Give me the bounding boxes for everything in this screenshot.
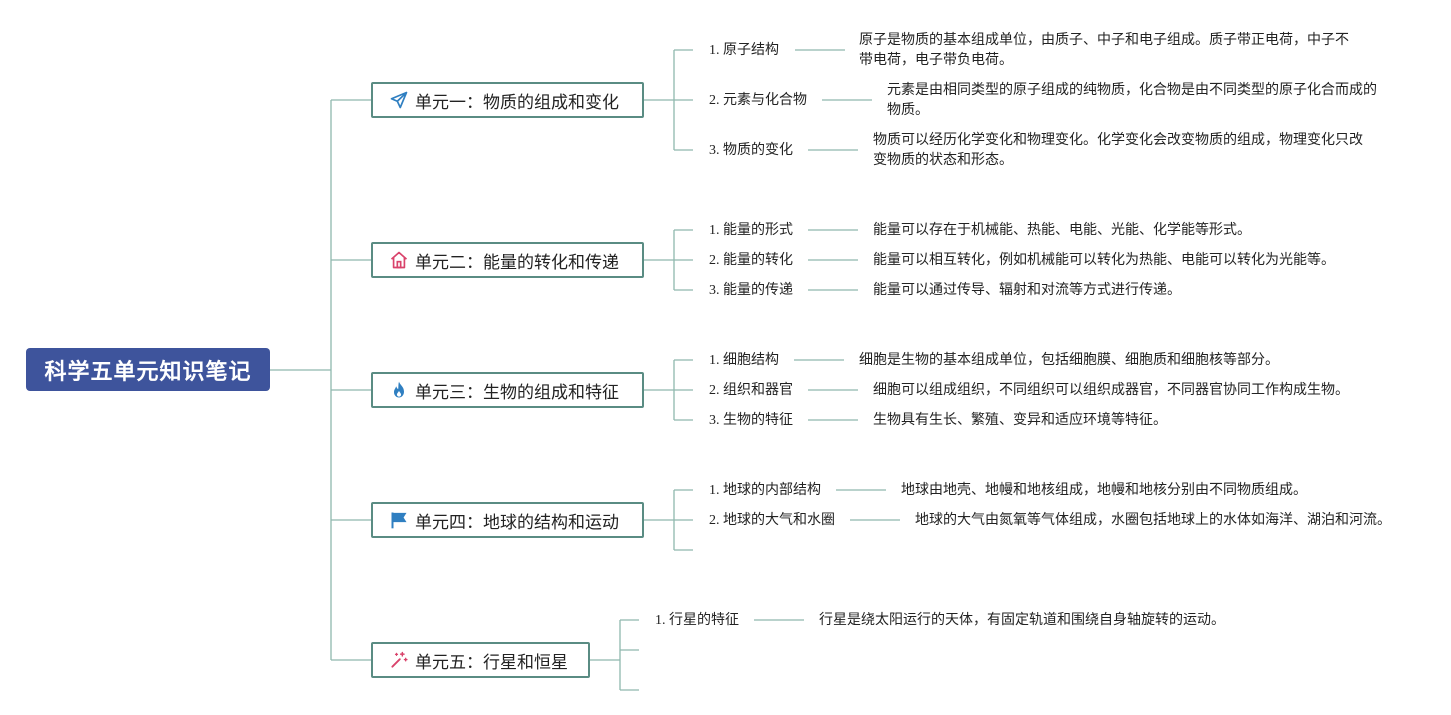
unit-1-topic-2[interactable]: 2. 元素与化合物 bbox=[709, 93, 807, 108]
unit-3-topic-1-desc: 细胞是生物的基本组成单位，包括细胞膜、细胞质和细胞核等部分。 bbox=[859, 353, 1279, 368]
unit-2-topic-1[interactable]: 1. 能量的形式 bbox=[709, 223, 793, 238]
unit-1-topic-2-desc: 元素是由相同类型的原子组成的纯物质，化合物是由不同类型的原子化合而成的物质。 bbox=[887, 83, 1377, 118]
unit-4-topic-1[interactable]: 1. 地球的内部结构 bbox=[709, 483, 821, 498]
unit-1-node[interactable]: 单元一：物质的组成和变化 bbox=[371, 82, 644, 118]
unit-2-topic-1-desc: 能量可以存在于机械能、热能、电能、光能、化学能等形式。 bbox=[873, 223, 1251, 238]
unit-3-topic-2[interactable]: 2. 组织和器官 bbox=[709, 383, 793, 398]
unit-2-title: 单元二：能量的转化和传递 bbox=[415, 252, 619, 273]
unit-3-topic-2-desc: 细胞可以组成组织，不同组织可以组织成器官，不同器官协同工作构成生物。 bbox=[873, 383, 1349, 398]
unit-1-topic-3[interactable]: 3. 物质的变化 bbox=[709, 143, 793, 158]
unit-2-topic-3-desc: 能量可以通过传导、辐射和对流等方式进行传递。 bbox=[873, 283, 1181, 298]
flame-icon bbox=[394, 381, 404, 398]
root-title[interactable]: 科学五单元知识笔记 bbox=[26, 348, 270, 391]
unit-1-topic-1-desc: 原子是物质的基本组成单位，由质子、中子和电子组成。质子带正电荷，中子不带电荷，电… bbox=[859, 33, 1349, 68]
unit-4-node[interactable]: 单元四：地球的结构和运动 bbox=[371, 502, 644, 538]
unit-1-topic-3-desc: 物质可以经历化学变化和物理变化。化学变化会改变物质的组成，物理变化只改变物质的状… bbox=[873, 133, 1363, 168]
unit-2-topic-3[interactable]: 3. 能量的传递 bbox=[709, 283, 793, 298]
unit-2-topic-2-desc: 能量可以相互转化，例如机械能可以转化为热能、电能可以转化为光能等。 bbox=[873, 253, 1335, 268]
unit-4-topic-2[interactable]: 2. 地球的大气和水圈 bbox=[709, 513, 835, 528]
unit-1-title: 单元一：物质的组成和变化 bbox=[415, 92, 619, 113]
unit-4-title: 单元四：地球的结构和运动 bbox=[415, 512, 619, 533]
unit-3-topic-3[interactable]: 3. 生物的特征 bbox=[709, 413, 793, 428]
flag-icon bbox=[391, 512, 407, 529]
unit-2-topic-2[interactable]: 2. 能量的转化 bbox=[709, 253, 793, 268]
unit-5-topic-1-desc: 行星是绕太阳运行的天体，有固定轨道和围绕自身轴旋转的运动。 bbox=[819, 613, 1225, 628]
unit-5-topic-1[interactable]: 1. 行星的特征 bbox=[655, 613, 739, 628]
unit-3-node[interactable]: 单元三：生物的组成和特征 bbox=[371, 372, 644, 408]
unit-4-topic-1-desc: 地球由地壳、地幔和地核组成，地幔和地核分别由不同物质组成。 bbox=[901, 483, 1307, 498]
home-icon bbox=[390, 251, 408, 269]
unit-3-title: 单元三：生物的组成和特征 bbox=[415, 382, 619, 403]
unit-2-node[interactable]: 单元二：能量的转化和传递 bbox=[371, 242, 644, 278]
unit-5-node[interactable]: 单元五：行星和恒星 bbox=[371, 642, 590, 678]
unit-3-topic-1[interactable]: 1. 细胞结构 bbox=[709, 353, 779, 368]
unit-3-topic-3-desc: 生物具有生长、繁殖、变异和适应环境等特征。 bbox=[873, 413, 1167, 428]
magic-wand-icon bbox=[391, 651, 408, 668]
unit-5-title: 单元五：行星和恒星 bbox=[415, 652, 568, 673]
unit-4-topic-2-desc: 地球的大气由氮氧等气体组成，水圈包括地球上的水体如海洋、湖泊和河流。 bbox=[915, 513, 1391, 528]
unit-1-topic-1[interactable]: 1. 原子结构 bbox=[709, 43, 779, 58]
paper-plane-icon bbox=[390, 91, 408, 109]
